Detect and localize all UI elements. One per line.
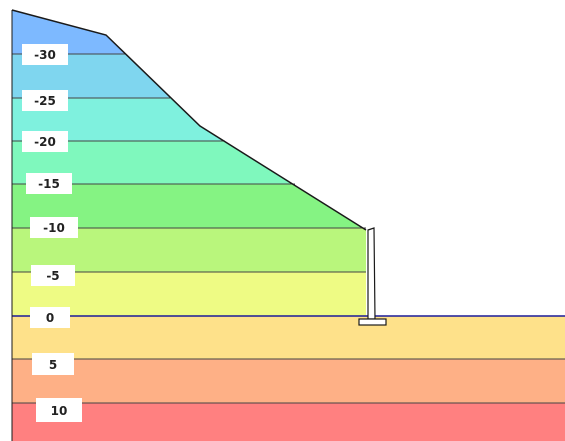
- band-9: [12, 359, 565, 403]
- level-label: -20: [22, 131, 68, 152]
- level-label: -15: [26, 173, 72, 194]
- label-box: [26, 173, 72, 194]
- retaining-wall: [358, 227, 387, 326]
- level-label: 0: [30, 307, 70, 328]
- label-text: -30: [34, 48, 56, 62]
- label-box: [31, 265, 75, 286]
- level-label: -5: [31, 265, 75, 286]
- label-text: 0: [46, 311, 54, 325]
- band-10: [12, 403, 565, 441]
- wall-footing: [358, 318, 387, 326]
- label-box: [22, 44, 68, 65]
- label-box: [30, 307, 70, 328]
- label-text: -10: [43, 221, 65, 235]
- wall-stem: [367, 227, 376, 320]
- label-box: [22, 131, 68, 152]
- label-box: [32, 353, 74, 375]
- label-text: -15: [38, 177, 60, 191]
- label-text: -5: [46, 269, 59, 283]
- band-8: [12, 316, 565, 359]
- slope-outline: [11, 9, 367, 231]
- label-box: [22, 90, 68, 111]
- level-label: 5: [32, 353, 74, 375]
- label-text: -20: [34, 135, 56, 149]
- label-text: 5: [49, 358, 57, 372]
- level-label: -10: [30, 217, 78, 238]
- ground-fill-bands: [12, 316, 565, 441]
- label-text: 10: [51, 404, 68, 418]
- label-text: -25: [34, 94, 56, 108]
- level-labels: -30 -25 -20 -15 -10 -5 0 5: [22, 44, 82, 422]
- label-box: [36, 398, 82, 422]
- level-label: 10: [36, 398, 82, 422]
- level-label: -25: [22, 90, 68, 111]
- level-label: -30: [22, 44, 68, 65]
- label-box: [30, 217, 78, 238]
